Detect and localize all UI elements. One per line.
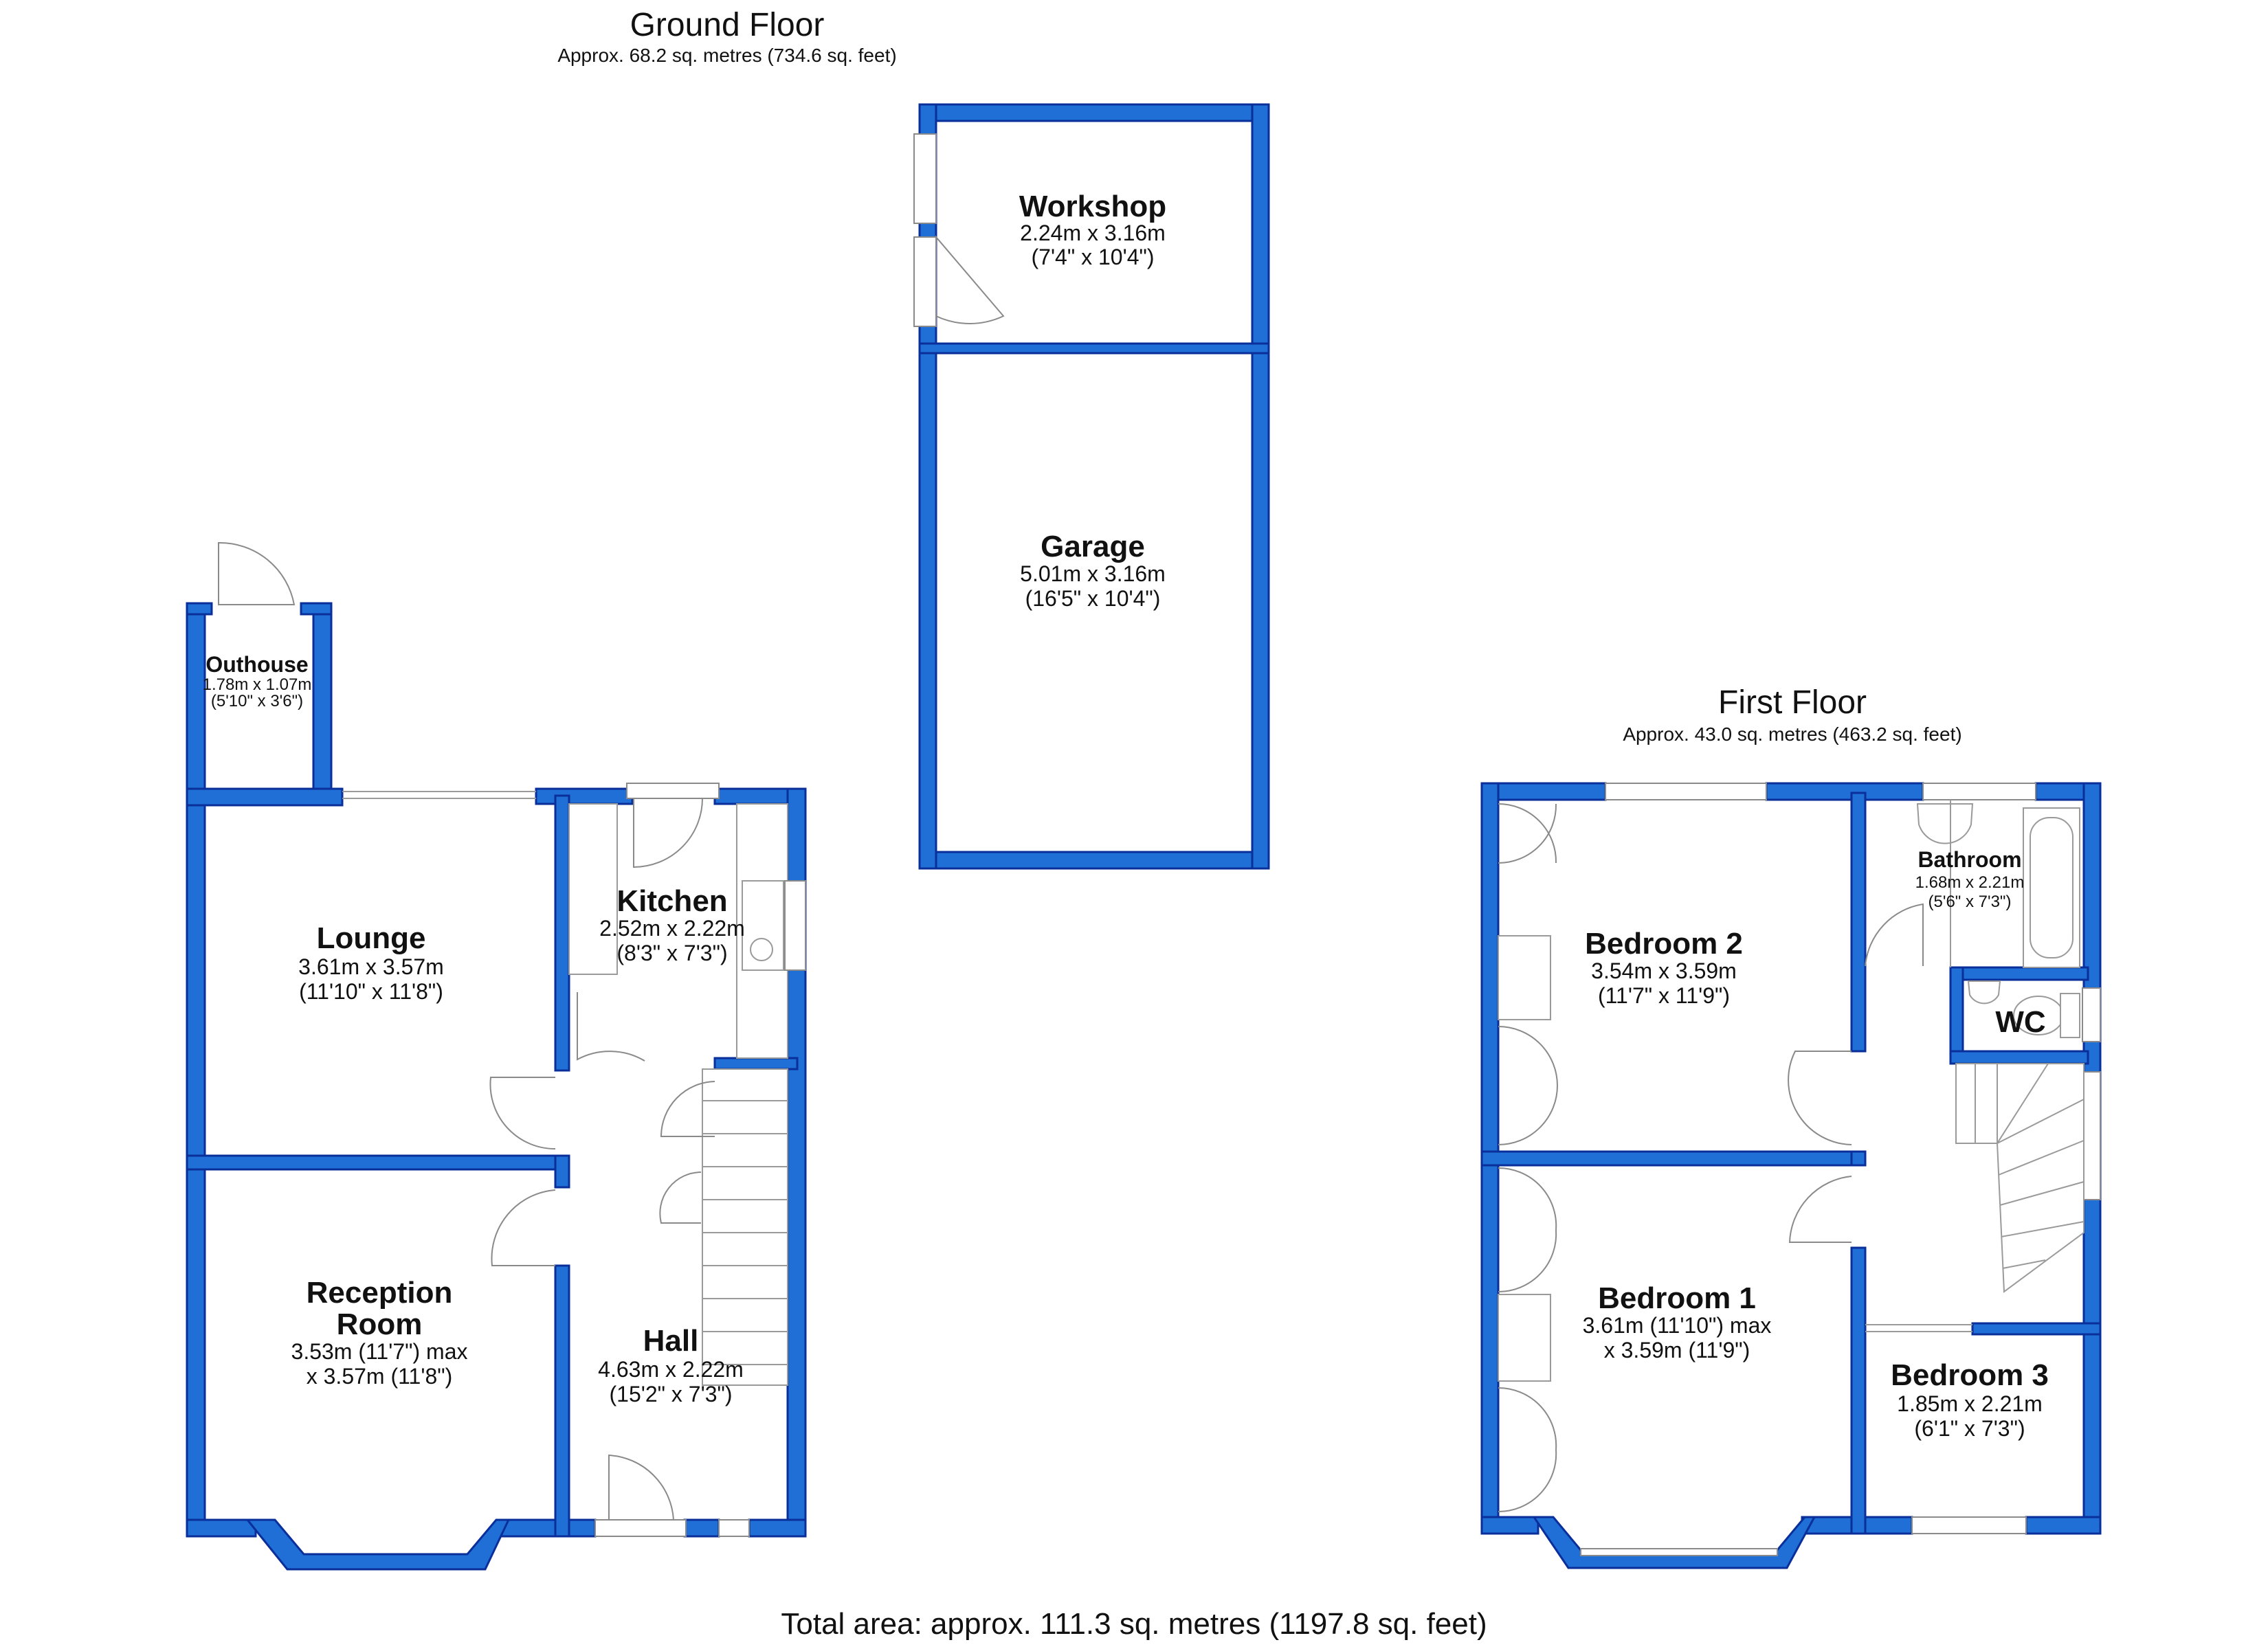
hall-name: Hall [643,1324,699,1358]
bedroom1-bay-window [1580,1548,1778,1556]
reception-dim-line1: 3.53m (11'7") max [291,1339,468,1364]
bathroom-window [1922,783,2036,800]
workshop-dim-imperial: (7'4" x 10'4") [1031,245,1154,269]
landing-window [2082,1071,2101,1200]
bedroom2-dim-metric: 3.54m x 3.59m [1591,958,1737,983]
kitchen-dim-imperial: (8'3" x 7'3") [616,941,727,965]
garage-dim-metric: 5.01m x 3.16m [1020,561,1166,586]
bedroom3-dim-metric: 1.85m x 2.21m [1897,1391,2043,1416]
workshop-door-frame [913,236,937,327]
outhouse-name: Outhouse [205,652,308,677]
bedroom2-window [1605,783,1767,800]
workshop-name: Workshop [1019,190,1166,223]
bedroom1-name: Bedroom 1 [1598,1281,1756,1315]
bedroom3-name: Bedroom 3 [1891,1358,2049,1392]
ground-floor-title: Ground Floor [630,7,825,43]
hall-dim-metric: 4.63m x 2.22m [598,1357,744,1382]
bedroom1-door-swing [1788,1176,1852,1243]
reception-name-line1: Reception [307,1276,453,1310]
outhouse-dim-metric: 1.78m x 1.07m [203,675,312,694]
bedroom2-dim-imperial: (11'7" x 11'9") [1598,983,1730,1008]
kitchen-window [784,880,806,971]
workshop-window [913,133,937,224]
bedroom1-wardrobe [1498,1167,1557,1513]
garage-dim-imperial: (16'5" x 10'4") [1025,586,1161,611]
hall-window [718,1519,750,1537]
reception-door-swing [491,1189,556,1266]
bedroom2-door-swing [1788,1051,1852,1145]
wc-basin [1967,980,2001,1005]
front-door-swing [608,1454,674,1521]
garage-block [913,103,1270,870]
kitchen-name: Kitchen [616,884,727,918]
first-floor-area: Approx. 43.0 sq. metres (463.2 sq. feet) [1623,723,1961,745]
workshop-dim-metric: 2.24m x 3.16m [1020,221,1166,245]
kitchen-dim-metric: 2.52m x 2.22m [599,916,745,941]
bedroom1-dim-line2: x 3.59m (11'9") [1604,1338,1750,1362]
bedroom1-dim-line1: 3.61m (11'10") max [1583,1313,1772,1338]
total-area: Total area: approx. 111.3 sq. metres (11… [781,1607,1487,1641]
bedroom2-wardrobe [1498,803,1558,1145]
kitchen-back-door-frame [626,783,720,799]
outhouse-dim-imperial: (5'10" x 3'6") [211,692,303,710]
reception-dim-line2: x 3.57m (11'8") [307,1364,453,1389]
kitchen-back-door-swing [633,798,704,868]
wc-window [2082,987,2101,1042]
bathroom-name: Bathroom [1917,847,2021,872]
lounge-dim-metric: 3.61m x 3.57m [298,954,444,979]
lounge-door-swing [489,1077,556,1150]
bedroom2-name: Bedroom 2 [1585,927,1743,961]
reception-name-line2: Room [337,1308,423,1341]
kitchen-hall-door-swing [577,992,645,1062]
bedroom3-dim-imperial: (6'1" x 7'3") [1914,1416,2025,1441]
understairs-door-swing [660,1081,715,1137]
landing-staircase [1955,1063,2084,1293]
front-door-frame [594,1519,687,1537]
hall-cupboard-door-swing [659,1171,702,1224]
hall-staircase [702,1068,788,1386]
bathroom-door-swing [1865,903,1924,967]
kitchen-worktop-left [568,803,618,975]
outhouse-door-swing [218,541,296,605]
bedroom3-window [1911,1516,2027,1534]
lounge-dim-imperial: (11'10" x 11'8") [299,979,443,1004]
garage-name: Garage [1041,530,1145,563]
bathroom-dim-metric: 1.68m x 2.21m [1915,873,2025,892]
lounge-name: Lounge [317,921,426,955]
wc-name: WC [1995,1005,2045,1039]
bathroom-dim-imperial: (5'6" x 7'3") [1928,893,2012,911]
bathroom-basin [1916,803,1974,844]
workshop-door-swing [935,235,1005,324]
ground-floor-area: Approx. 68.2 sq. metres (734.6 sq. feet) [557,45,896,66]
first-floor-title: First Floor [1718,684,1867,721]
hall-dim-imperial: (15'2" x 7'3") [609,1382,732,1406]
